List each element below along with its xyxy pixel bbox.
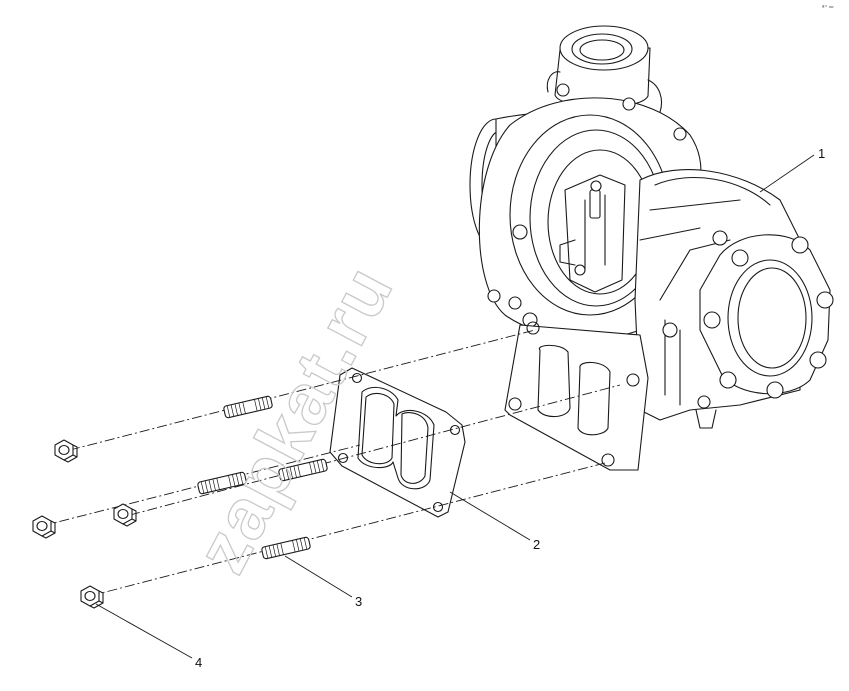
leader-line-2 [449, 491, 531, 541]
stud-icon [197, 395, 328, 560]
corner-mark: ᵃ⁼ ═ [822, 5, 834, 11]
turbocharger-icon [469, 25, 834, 471]
callouts: 1 2 3 4 [95, 146, 825, 670]
gasket-icon [329, 367, 466, 518]
leader-line-1 [759, 154, 815, 193]
nut-icon [32, 439, 137, 609]
leader-line-3 [284, 555, 353, 598]
callout-2: 2 [533, 537, 540, 552]
callout-4: 4 [195, 655, 202, 670]
callout-3: 3 [355, 594, 362, 609]
leader-line-4 [95, 603, 193, 659]
callout-1: 1 [818, 146, 825, 161]
